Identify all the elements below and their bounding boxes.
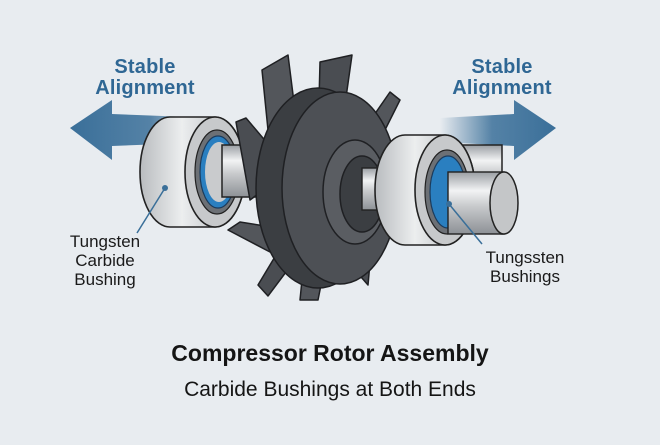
leader-line-right [446, 201, 483, 245]
left-bushing-label-line3: Bushing [74, 270, 136, 290]
left-arrow-icon [70, 100, 215, 160]
left-arrow-label: Stable Alignment [80, 57, 210, 99]
left-arrow-label-line2: Alignment [95, 77, 195, 99]
left-bushing-label-line2: Carbide [75, 251, 135, 271]
left-bushing-label: Tungsten Carbide Bushing [40, 232, 170, 289]
diagram-title: Compressor Rotor Assembly [171, 340, 489, 366]
right-bushing-label: Tungssten Bushings [460, 248, 590, 286]
right-bushing-label-line2: Bushings [490, 267, 560, 287]
right-arrow-label-line1: Stable [471, 56, 533, 78]
right-arrow-label: Stable Alignment [437, 57, 567, 99]
left-bushing-label-line1: Tungsten [69, 232, 141, 251]
diagram-subtitle: Carbide Bushings at Both Ends [184, 378, 476, 401]
right-bushing-label-line1: Tungssten [485, 248, 565, 267]
right-arrow-icon [440, 100, 556, 160]
left-arrow-label-line1: Stable [114, 56, 176, 78]
right-arrow-label-line2: Alignment [452, 77, 552, 99]
impeller-rotor [227, 54, 401, 301]
right-bushing [374, 134, 519, 246]
leader-line-left [136, 185, 168, 234]
